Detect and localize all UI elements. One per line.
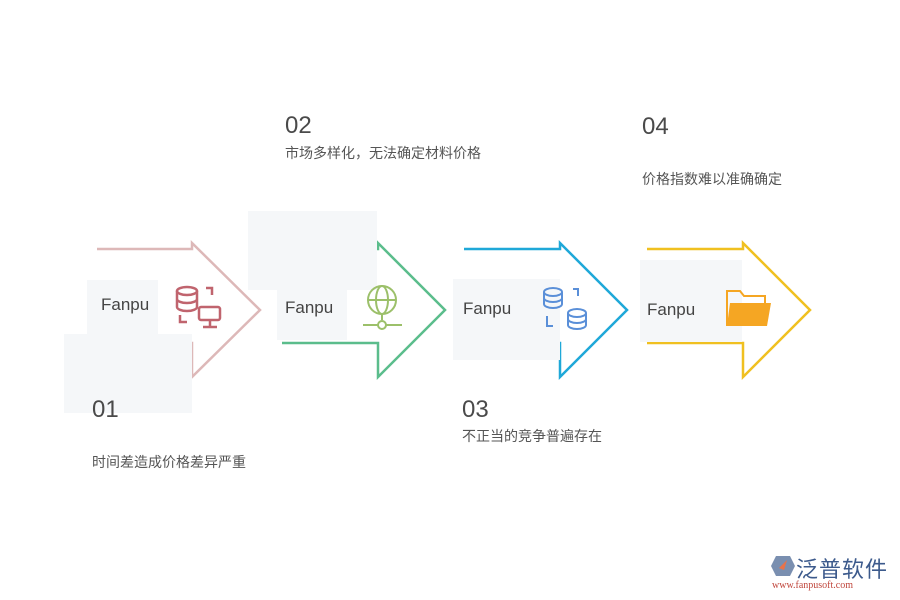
step-1-text: 时间差造成价格差异严重	[92, 455, 246, 471]
logo-name: 泛普软件	[796, 558, 889, 583]
logo-mark-icon	[771, 556, 795, 576]
step-4-text: 价格指数难以准确确定	[642, 172, 782, 188]
step-3-number: 03	[462, 396, 489, 423]
arrow-2	[282, 239, 447, 381]
step-2-number: 02	[285, 112, 312, 139]
databases-sync-icon	[543, 287, 587, 330]
step-2-text: 市场多样化，无法确定材料价格	[285, 146, 481, 162]
folder-icon	[726, 290, 771, 326]
background-panels	[64, 211, 742, 413]
arrow-4	[647, 239, 812, 381]
step-4-number: 04	[642, 113, 669, 140]
database-monitor-icon	[175, 285, 222, 329]
step-4-label: Fanpu	[647, 300, 696, 319]
logo-url: www.fanpusoft.com	[772, 580, 854, 591]
step-1-label: Fanpu	[101, 295, 150, 314]
step-2-label: Fanpu	[285, 298, 334, 317]
globe-network-icon	[363, 285, 402, 330]
step-1-number: 01	[92, 396, 119, 423]
step-3-label: Fanpu	[463, 299, 512, 318]
step-3-text: 不正当的竞争普遍存在	[462, 429, 602, 445]
